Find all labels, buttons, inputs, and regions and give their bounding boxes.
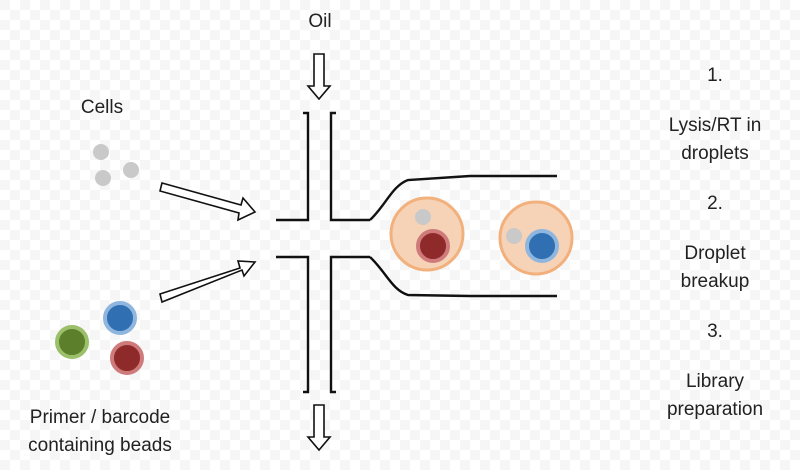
bead-blue [103,301,137,335]
step-2-number: 2. [707,193,723,214]
cell [93,144,109,160]
droplet-bead-red [416,229,450,263]
cell [123,162,139,178]
droplet-cell [415,209,431,225]
step-3-text-line2: preparation [666,399,764,420]
step-1-text-line1: Lysis/RT in [668,115,762,136]
droplet-cell [506,228,522,244]
beads-label-line2: containing beads [28,435,172,456]
droplet-1 [389,196,465,272]
oil-arrow-icon [306,53,332,101]
droplet-bead-blue [525,229,559,263]
step-3-text-line1: Library [685,371,745,392]
cells-cluster [93,144,139,186]
step-3-number: 3. [707,321,723,342]
step-1-text-line2: droplets [681,143,749,164]
step-2-text-line2: breakup [680,271,750,292]
cells-arrow-icon [159,182,257,222]
step-1-number: 1. [707,65,723,86]
droplet-2 [498,200,574,276]
outlet-arrow-icon [306,404,332,452]
oil-label: Oil [308,11,332,32]
cells-label: Cells [80,97,124,118]
bead-green [55,325,89,359]
cell [95,170,111,186]
bead-red [110,341,144,375]
microfluidic-channel [276,111,557,394]
beads-arrow-icon [159,260,257,304]
beads-cluster [55,301,144,375]
step-2-text-line1: Droplet [684,243,746,264]
beads-label-line1: Primer / barcode [29,407,171,428]
